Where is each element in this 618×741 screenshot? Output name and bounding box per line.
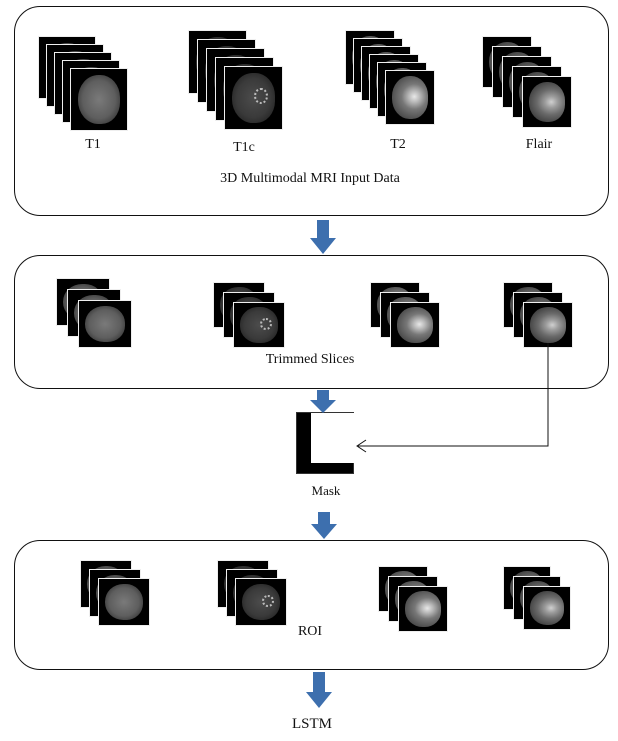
down-arrow-icon [310,390,336,413]
mri-slice [70,68,128,131]
mri-slice [98,578,150,626]
modality-label-t1c: T1c [233,140,255,155]
lstm-label: LSTM [291,716,332,732]
mask-white-region [311,413,355,463]
flair-to-mask-connector [356,343,549,453]
mri-slice [78,300,132,348]
tumor-ring [259,317,273,331]
mri-slice [523,302,573,348]
mri-slice [398,586,448,632]
t1c-roi-stack [217,560,287,626]
mri-slice [523,586,571,630]
brain-scan [391,76,429,119]
t2-trimmed-stack [370,282,440,348]
t1-stack [38,36,128,131]
brain-scan [396,307,434,343]
brain-scan [529,307,567,343]
mri-slice [233,302,285,348]
panel1-title: 3D Multimodal MRI Input Data [220,171,400,186]
flair-stack [482,36,572,128]
modality-label-t2: T2 [390,137,406,152]
tumor-ring [254,88,268,104]
t1c-stack [188,30,283,130]
mask-image [296,412,355,474]
tumor-ring [261,594,275,608]
brain-scan [77,75,121,124]
t1-roi-stack [80,560,150,626]
modality-label-t1: T1 [85,137,101,152]
mri-slice [385,70,435,125]
brain-scan [404,591,442,627]
mri-slice [224,66,283,130]
brain-scan [240,307,278,343]
down-arrow-icon [310,220,336,254]
flair-roi-stack [503,566,571,630]
brain-scan [529,591,565,625]
t2-stack [345,30,435,125]
panel2-title: Trimmed Slices [265,352,355,367]
t1c-trimmed-stack [213,282,285,348]
down-arrow-icon [306,672,332,708]
mri-slice [390,302,440,348]
brain-scan [85,305,125,343]
brain-scan [528,82,566,122]
flair-trimmed-stack [503,282,573,348]
modality-label-flair: Flair [525,137,553,152]
brain-scan [231,73,276,123]
t2-roi-stack [378,566,448,632]
brain-scan [242,583,280,621]
mri-slice [522,76,572,128]
panel3-title: ROI [297,624,323,639]
mri-slice [235,578,287,626]
brain-scan [105,583,143,621]
t1-trimmed-stack [56,278,132,348]
mask-label: Mask [311,483,341,498]
down-arrow-icon [311,512,337,539]
